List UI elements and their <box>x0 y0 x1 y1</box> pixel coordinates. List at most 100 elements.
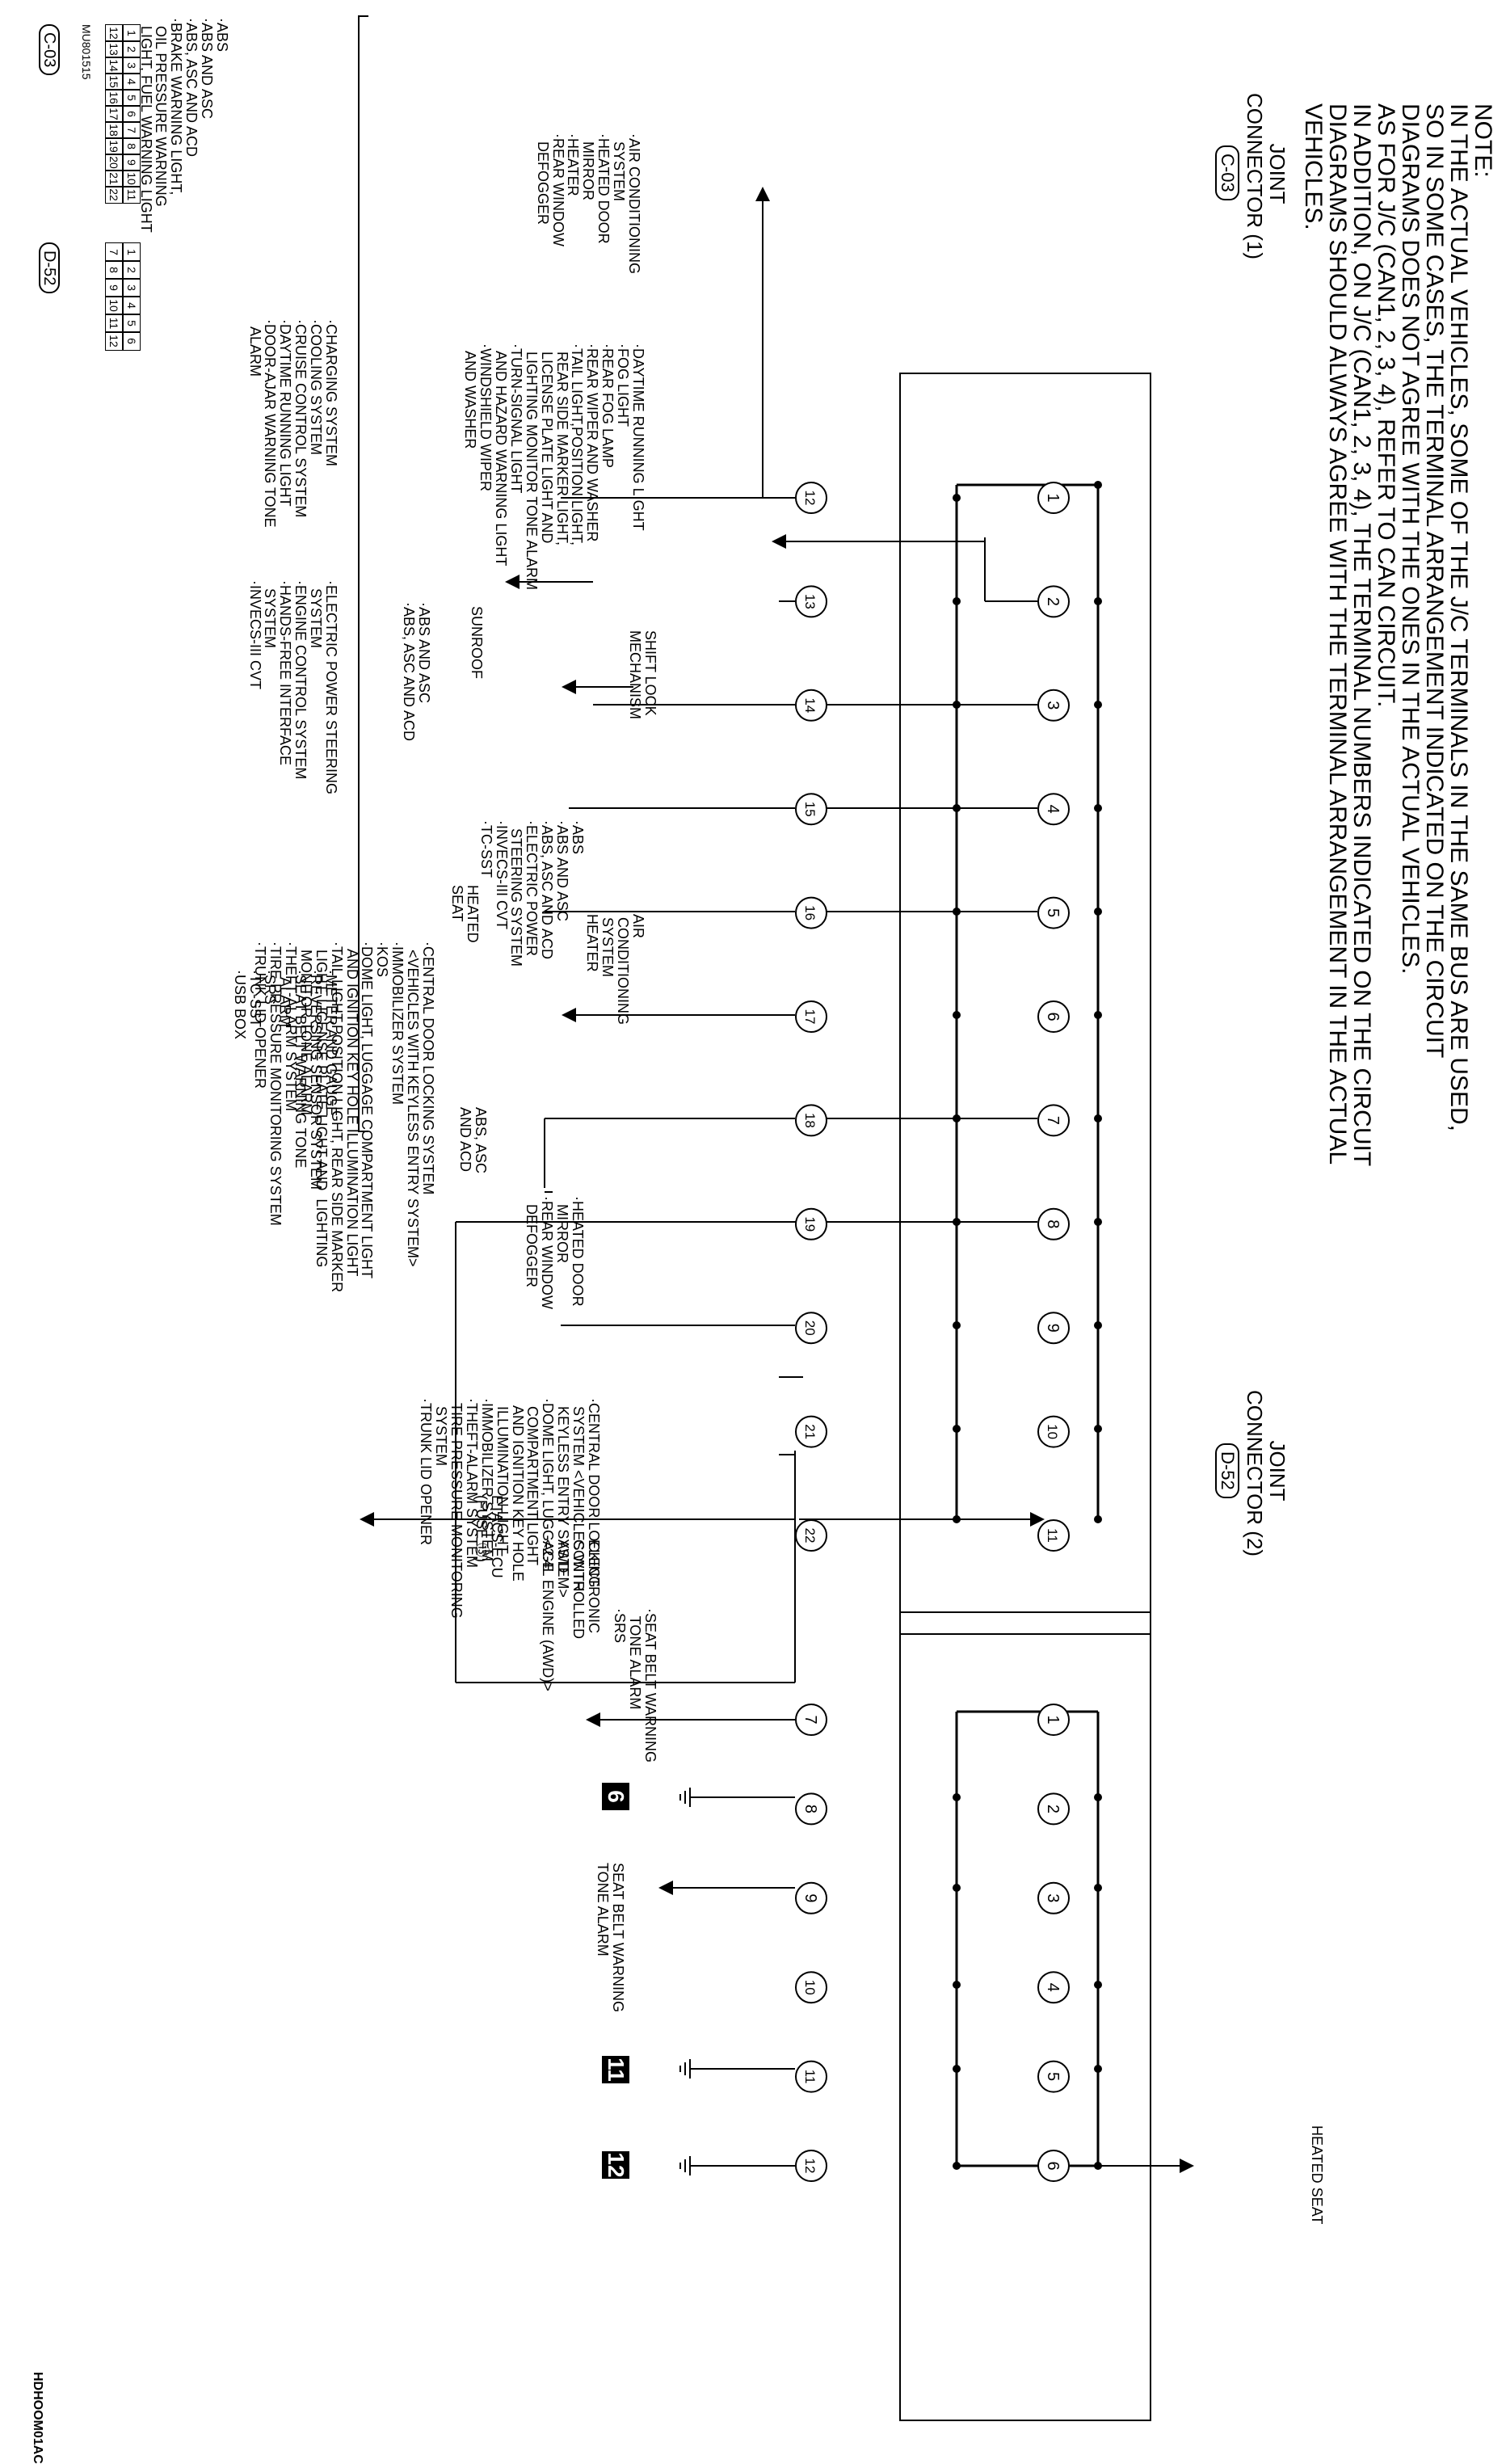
pin-number: 16 <box>802 905 818 920</box>
jc1-body <box>899 373 1151 1635</box>
face-cell: 2 <box>123 260 141 280</box>
pin-circle <box>795 1312 827 1345</box>
label-heated-seat-jc2: HEATED SEAT <box>1309 2125 1325 2225</box>
face-cell: 7 <box>105 242 123 262</box>
pin-circle <box>795 1704 827 1736</box>
pin-circle <box>1037 793 1070 826</box>
drawing-code: HDHOOM01AC <box>31 2372 44 2464</box>
pin-circle <box>795 1415 827 1448</box>
pin-circle <box>795 482 827 514</box>
pin-circle <box>795 1792 827 1826</box>
pin-number: 12 <box>802 2159 818 2174</box>
pin-circle <box>795 1207 827 1240</box>
face-cell: 8 <box>105 260 123 280</box>
pin-number: 4 <box>1044 1983 1062 1992</box>
face-cell: 11 <box>105 314 123 333</box>
pin-circle <box>795 896 827 929</box>
face-cell: 16 <box>105 89 123 107</box>
pin-circle <box>795 2150 827 2182</box>
pin-number: 1 <box>1044 1715 1062 1724</box>
bus-list-col2: ·CHARGING SYSTEM ·COOLING SYSTEM ·CRUISE… <box>246 319 339 528</box>
pin-number: 10 <box>802 1980 818 1995</box>
pin-number: 8 <box>801 1805 819 1813</box>
face-cell: 15 <box>105 73 123 91</box>
pin-circle <box>795 585 827 618</box>
face-cell: 6 <box>123 105 141 123</box>
face-cell: 20 <box>105 154 123 171</box>
pin-number: 11 <box>802 2070 818 2084</box>
label-seat-belt-jc2: SEAT BELT WARNING TONE ALARM <box>595 1863 626 2013</box>
pin-number: 2 <box>1044 1805 1062 1813</box>
pin-circle <box>1037 1704 1070 1736</box>
face-cell: 2 <box>123 40 141 58</box>
face-cell: 12 <box>105 24 123 42</box>
face-cell: 22 <box>105 186 123 204</box>
face-cell: 12 <box>105 331 123 351</box>
pin-number: 6 <box>1044 2161 1062 2170</box>
label-daytime-running: ·DAYTIME RUNNING LIGHT ·FOG LIGHT ·REAR … <box>462 343 646 591</box>
pin-number: 3 <box>1044 1893 1062 1902</box>
pin-circle <box>1037 2150 1070 2182</box>
face-cell: 4 <box>123 73 141 91</box>
ground-ref-12: 12 <box>602 2151 629 2179</box>
pin-circle <box>1037 1881 1070 1914</box>
pin-number: 18 <box>802 1113 818 1128</box>
pin-circle <box>1037 896 1070 929</box>
face-cell: 1 <box>123 242 141 262</box>
pin-number: 4 <box>1044 805 1062 814</box>
pin-circle <box>1037 1000 1070 1033</box>
pin-number: 17 <box>802 1009 818 1025</box>
pin-number: 3 <box>1044 701 1062 710</box>
pin-circle <box>1037 1312 1070 1345</box>
pin-circle <box>1037 1104 1070 1137</box>
pin-number: 6 <box>1044 1012 1062 1021</box>
pin-number: 10 <box>1045 1424 1060 1439</box>
label-seat-belt-srs: ·SEAT BELT WARNING TONE ALARM ·SRS <box>612 1608 658 1763</box>
pin-circle <box>1037 1519 1070 1552</box>
pin-circle <box>1037 585 1070 618</box>
pin-number: 15 <box>802 802 818 817</box>
label-abs-asc: ·ABS AND ASC ·ABS, ASC AND ACD <box>401 602 432 742</box>
face-cell: 5 <box>123 314 141 333</box>
face-cell: 21 <box>105 170 123 187</box>
bus-list-col1: ·ABS ·ABS AND ASC ·ABS, ASC AND ACD ·BRA… <box>137 18 230 233</box>
label-shift-lock: SHIFT LOCK MECHANISM <box>627 630 658 720</box>
ground-ref-6: 6 <box>602 1783 629 1810</box>
label-heated-door-pin20: ·HEATED DOOR MIRROR ·REAR WINDOW DEFOGGE… <box>524 1196 586 1309</box>
pin-circle <box>1037 1415 1070 1448</box>
pin-circle <box>795 2060 827 2093</box>
pin-circle <box>795 1971 827 2004</box>
face-cell: 18 <box>105 121 123 139</box>
pin-number: 11 <box>1045 1528 1060 1543</box>
pin-number: 13 <box>802 594 818 609</box>
pin-number: 1 <box>1044 493 1062 502</box>
face-cell: 10 <box>123 170 141 187</box>
ground-ref-11: 11 <box>602 2056 629 2083</box>
pin-number: 5 <box>1044 908 1062 917</box>
face-cell: 14 <box>105 57 123 74</box>
pin-number: 2 <box>1044 597 1062 606</box>
pin-circle <box>795 1104 827 1137</box>
face-cell: 6 <box>123 331 141 351</box>
pin-number: 9 <box>801 1893 819 1902</box>
pin-number: 20 <box>802 1320 818 1336</box>
face-cell: 17 <box>105 105 123 123</box>
face-cell: 19 <box>105 137 123 155</box>
face-cell: 11 <box>123 186 141 204</box>
pin-number: 5 <box>1044 2072 1062 2081</box>
pin-number: 12 <box>802 491 818 506</box>
pin-circle <box>795 689 827 722</box>
label-awd: ELECTRONIC CONTROLLED AWD <2.4L ENGINE (… <box>540 1539 602 1691</box>
bus-list-col3: ·ELECTRIC POWER STEERING SYSTEM ·ENGINE … <box>246 580 339 795</box>
pin-number: 9 <box>1044 1324 1062 1333</box>
pin-circle <box>1037 689 1070 722</box>
face-c03-code: C-03 <box>39 24 60 76</box>
jc2-top-pins: 1 2 3 4 5 6 <box>1037 1704 1070 2182</box>
face-cell: 9 <box>123 154 141 171</box>
face-cell: 3 <box>123 278 141 297</box>
pin-circle <box>1037 1207 1070 1240</box>
label-abs-asc-acd: ABS, ASC AND ACD <box>457 1107 489 1174</box>
